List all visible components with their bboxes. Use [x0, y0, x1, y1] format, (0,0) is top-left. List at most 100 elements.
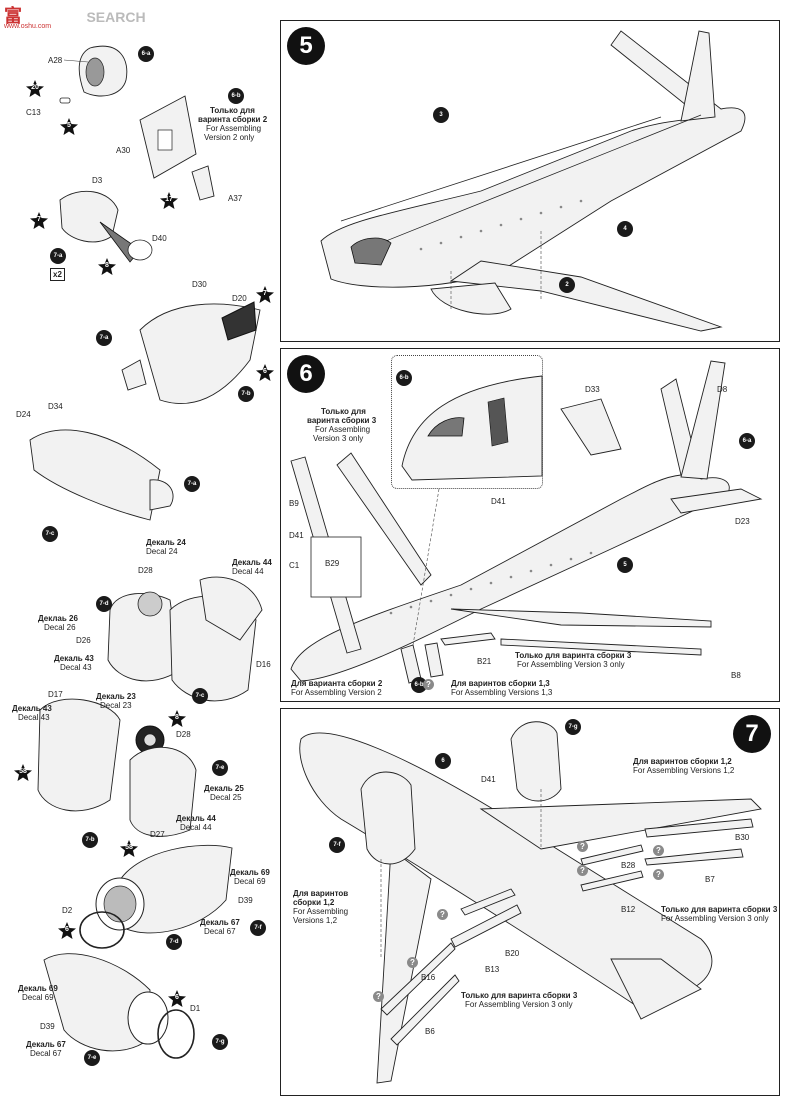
paint-8-label: 8 [105, 262, 109, 269]
part-b6: B6 [425, 1027, 435, 1036]
paint-8-icon: 8 [98, 258, 116, 276]
part-a28: A28 [48, 56, 63, 65]
step-6-v3-ru-2: варинта сборки 3 [307, 416, 377, 425]
decal-69-ru: Декаль 69 [230, 868, 270, 877]
v2-only-en-1: For Assembling [206, 124, 262, 133]
v2-only-en-2: Version 2 only [204, 133, 255, 142]
step-7-bottom-ru: Только для варинта сборки 3 [461, 991, 578, 1000]
decal-26-ru: Деклаь 26 [38, 614, 78, 623]
part-d1: D1 [190, 1004, 201, 1013]
paint-20-icon: 20 [26, 80, 44, 98]
step-7-v12-ru: Для варинтов сборки 1,2 [633, 757, 732, 766]
part-d41: D41 [491, 497, 506, 506]
part-d27: D27 [150, 830, 165, 839]
callout-7e-sub: 7-b [82, 832, 98, 848]
step-7-callout-7g: 7-g [565, 719, 581, 735]
part-a37: A37 [228, 194, 243, 203]
part-b28: B28 [621, 861, 636, 870]
part-d3: D3 [92, 176, 103, 185]
step-7-left-v12-en-1: For Assembling [293, 907, 349, 916]
paint-6f-label: 6 [65, 926, 69, 933]
part-b30: B30 [735, 833, 750, 842]
decal-43b: Decal 43 [18, 713, 50, 722]
paint-17-icon: 17 [160, 192, 178, 210]
step-7-left-v12-ru-2: сборки 1,2 [293, 898, 335, 907]
paint-58-icon: 58 [14, 764, 32, 782]
step-5-callout-2: 2 [559, 277, 575, 293]
step-5-panel: 5 3 4 2 [280, 20, 780, 342]
decal-23: Decal 23 [100, 701, 132, 710]
paint-6g-label: 6 [175, 994, 179, 1001]
decal-67: Decal 67 [204, 927, 236, 936]
question-icon-d: ? [653, 869, 664, 880]
decal-43-ru: Декаль 43 [54, 654, 94, 663]
step-7-left-v12-ru-1: Для варинтов [293, 889, 349, 898]
callout-6a: 6-a [138, 46, 154, 62]
part-c13: C13 [26, 108, 41, 117]
part-d26: D26 [76, 636, 91, 645]
left-column-drawings [29, 45, 263, 1059]
inset-cockpit-drawing [401, 375, 543, 481]
callout-7g-sub: 7-e [84, 1050, 100, 1066]
paint-7-label: 7 [37, 216, 41, 223]
part-a30: A30 [116, 146, 131, 155]
part-d39b: D39 [40, 1022, 55, 1031]
step-7-v12-en: For Assembling Versions 1,2 [633, 766, 735, 775]
part-c1: C1 [289, 561, 300, 570]
callout-7d-sub: 7-c [192, 688, 208, 704]
paint-5-label: 5 [67, 122, 71, 129]
part-d41c: D41 [481, 775, 496, 784]
part-b29: B29 [325, 559, 340, 568]
step-6-bottom-en: For Assembling Version 3 only [517, 660, 625, 669]
part-d16: D16 [256, 660, 271, 669]
part-d33: D33 [585, 385, 600, 394]
paint-17-label: 17 [165, 196, 173, 203]
question-icon-g: ? [373, 991, 384, 1002]
paint-58b-label: 58 [125, 844, 133, 851]
site-url: www.oshu.com [4, 23, 52, 30]
step-6-inset: 6-b [391, 355, 543, 489]
step-6-v3-en-2: Version 3 only [313, 434, 364, 443]
paint-58-label: 58 [19, 768, 27, 775]
step-6-v13-en: For Assembling Versions 1,3 [451, 688, 553, 697]
part-d8: D8 [717, 385, 728, 394]
callout-7f: 7-f [250, 920, 266, 936]
part-d39: D39 [238, 896, 253, 905]
part-b7: B7 [705, 875, 715, 884]
step-5-callout-4: 4 [617, 221, 633, 237]
inset-callout-6b: 6-b [396, 370, 412, 386]
step-7-bottom-en: For Assembling Version 3 only [465, 1000, 573, 1009]
callout-7c-sub: 7-a [184, 476, 200, 492]
paint-20-label: 20 [31, 84, 39, 91]
paint-6-label: 6 [263, 368, 267, 375]
decal-44b-ru: Декаль 44 [176, 814, 216, 823]
paint-5-icon: 5 [60, 118, 78, 136]
v2-only-ru-2: варинта сборки 2 [198, 115, 268, 124]
decal-67b: Decal 67 [30, 1049, 62, 1058]
site-logo: 富 SEARCH [4, 2, 146, 28]
paint-58b-icon: 58 [120, 840, 138, 858]
paint-8b-icon: 8 [168, 710, 186, 728]
v2-only-ru-1: Только для [210, 106, 255, 115]
question-icon-c: ? [653, 845, 664, 856]
decal-69: Decal 69 [234, 877, 266, 886]
step-6-v3-ru-1: Только для [321, 407, 366, 416]
part-d30: D30 [192, 280, 207, 289]
part-b8: B8 [731, 671, 741, 680]
decal-43: Decal 43 [60, 663, 92, 672]
step-6-v2-en: For Assembling Version 2 [291, 688, 382, 697]
step-6-v13-ru: Для варинтов сборки 1,3 [451, 679, 550, 688]
paint-6g-icon: 6 [168, 990, 186, 1008]
step-6-number: 6 [287, 355, 325, 393]
callout-7a: 7-a [50, 248, 66, 264]
part-b9: B9 [289, 499, 299, 508]
step-6-v3-en-1: For Assembling [315, 425, 371, 434]
callout-6b: 6-b [228, 88, 244, 104]
step-5-fuselage-drawing [320, 30, 746, 332]
part-d20: D20 [232, 294, 247, 303]
part-b20: B20 [505, 949, 520, 958]
step-7-underside-drawing [299, 721, 762, 1084]
decal-25: Decal 25 [210, 793, 242, 802]
step-5-callout-3: 3 [433, 107, 449, 123]
question-icon-a: ? [577, 841, 588, 852]
